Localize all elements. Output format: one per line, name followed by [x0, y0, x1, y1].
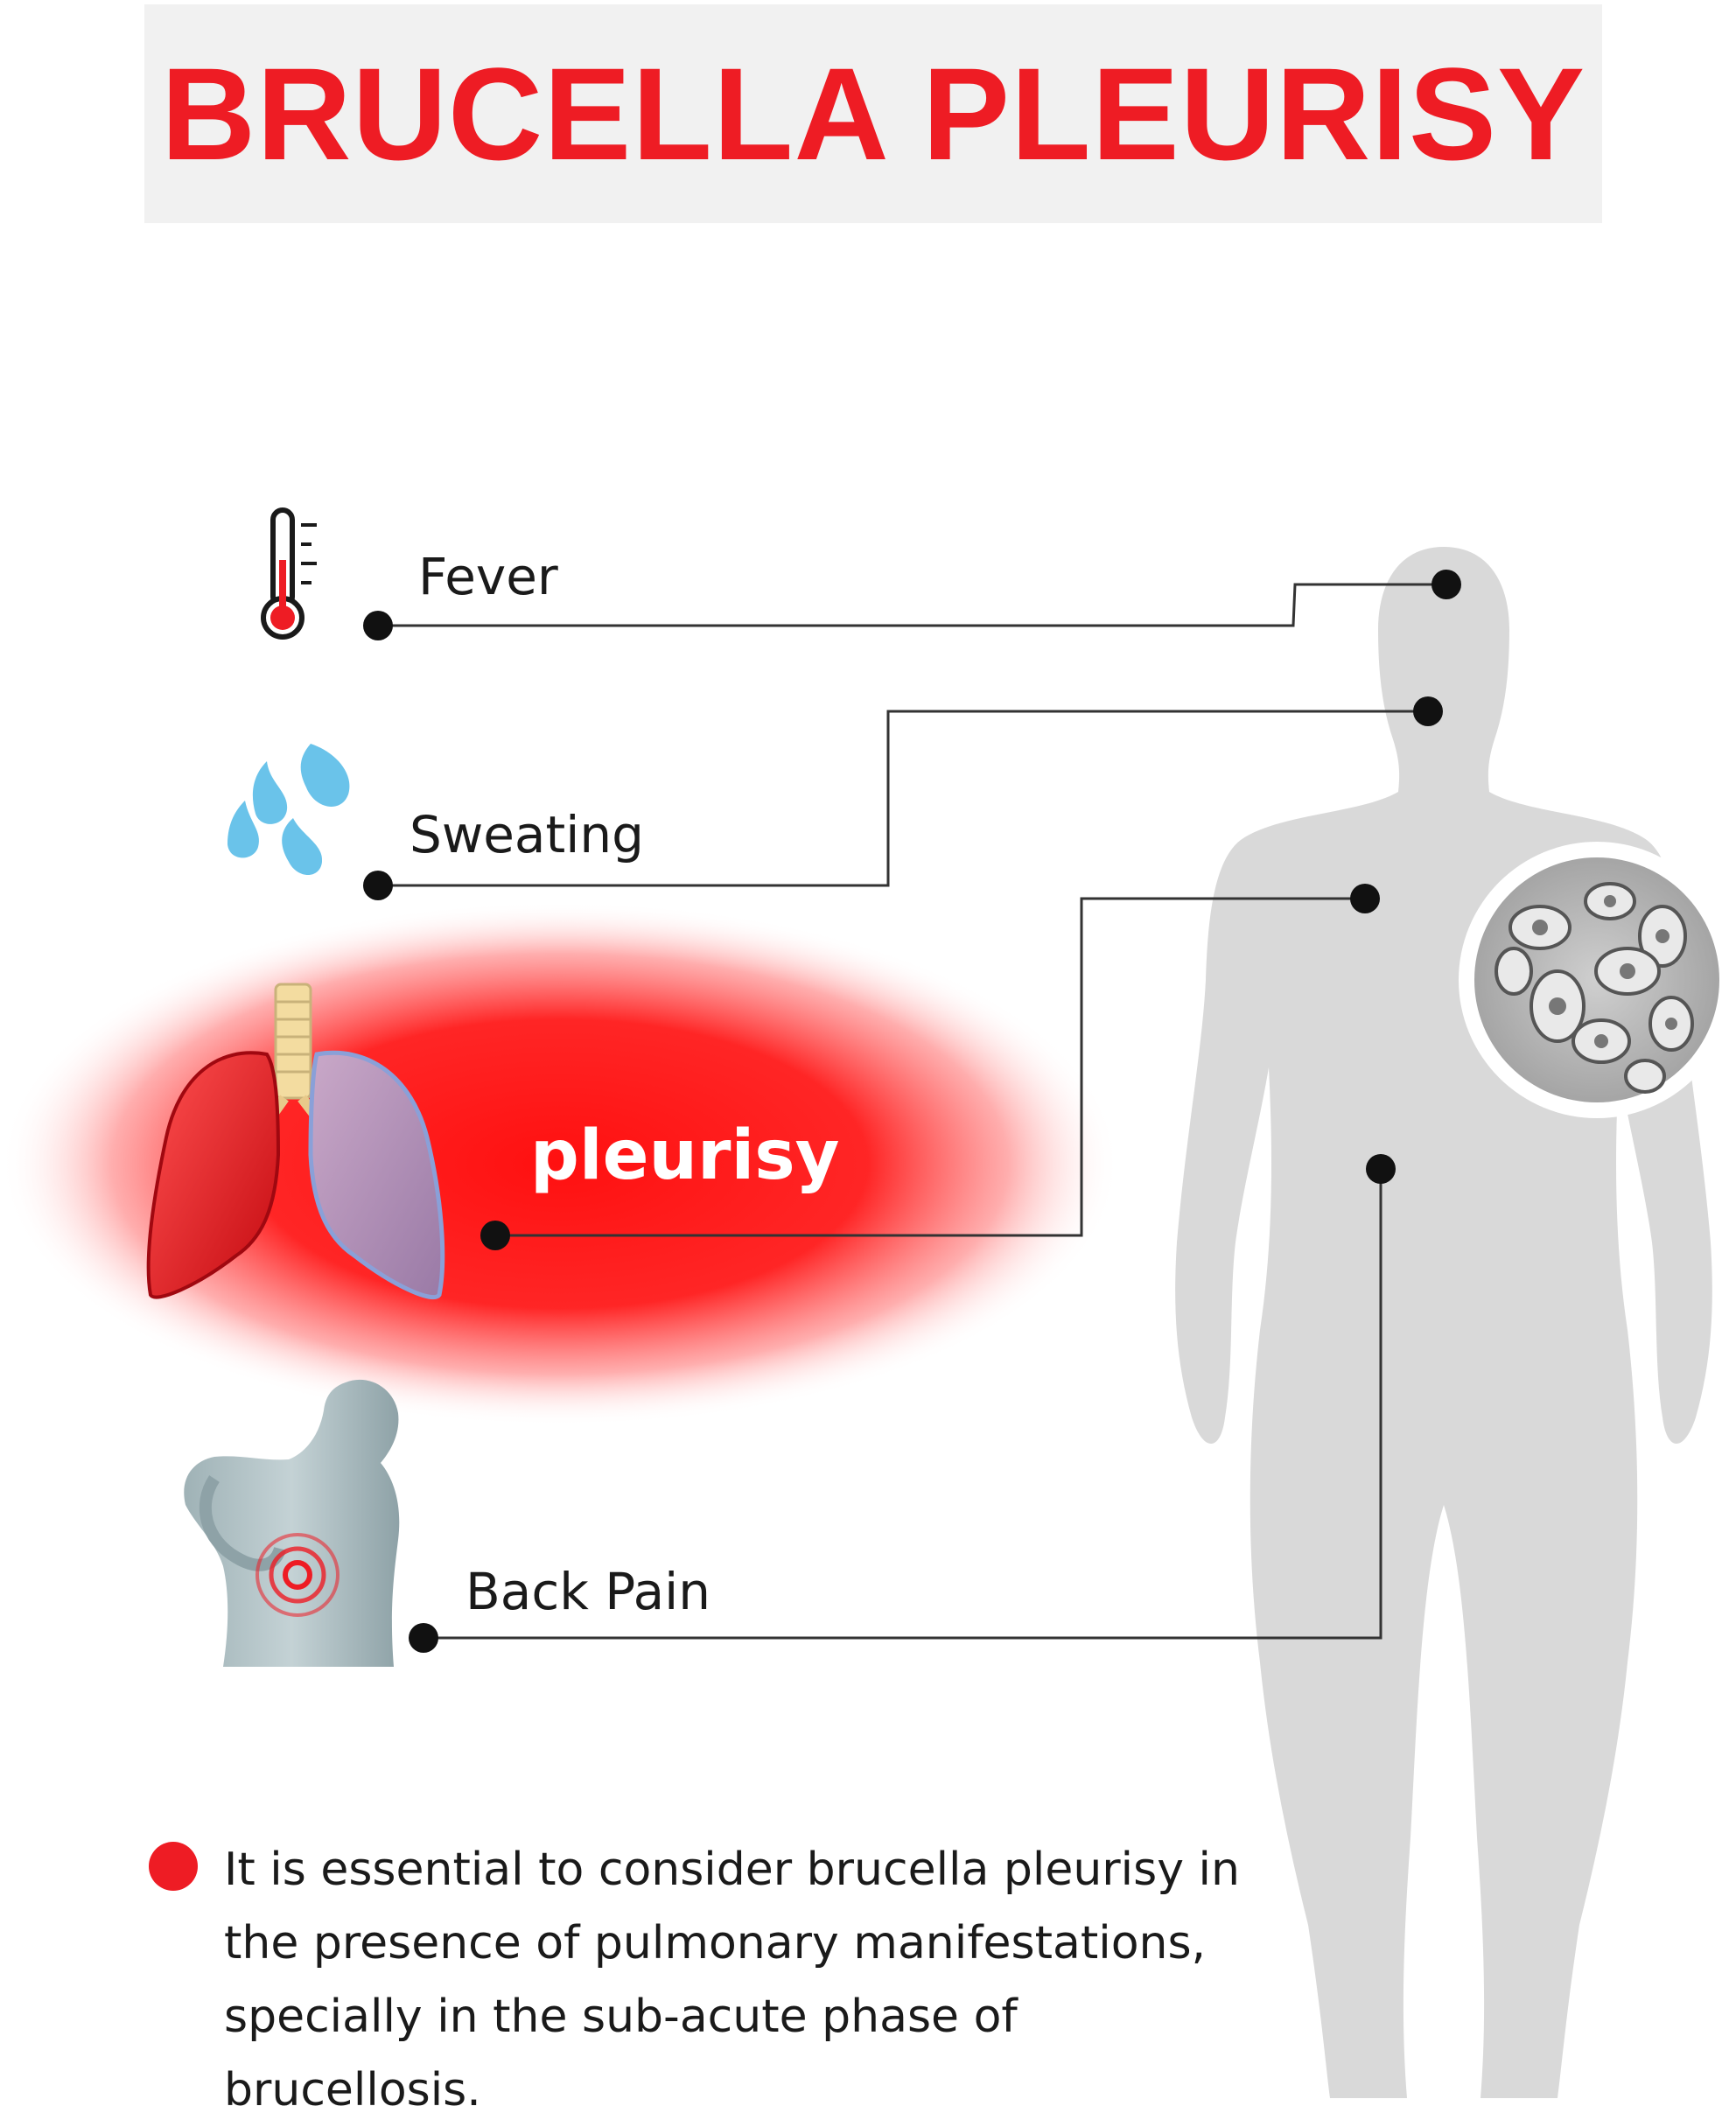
sweating-dot-left	[363, 871, 393, 900]
note-bullet	[149, 1842, 198, 1891]
sweating-label: Sweating	[410, 805, 644, 864]
pleurisy-label: pleurisy	[530, 1116, 840, 1195]
connector-lines	[378, 583, 1446, 1640]
pleurisy-dot-right	[1350, 884, 1380, 913]
pleurisy-dot-left	[480, 1221, 510, 1250]
back-pain-icon	[184, 1379, 400, 1667]
fever-dot-right	[1432, 570, 1461, 599]
thermometer-icon	[261, 507, 317, 640]
sweating-dot-right	[1413, 696, 1443, 726]
microscopy-circle	[1459, 842, 1735, 1118]
back-pain-label: Back Pain	[466, 1562, 711, 1621]
back-pain-dot-right	[1366, 1154, 1396, 1184]
fever-dot-left	[363, 611, 393, 640]
connector-dots	[363, 570, 1461, 1653]
lungs-icon	[146, 983, 445, 1300]
note-text: It is essential to consider brucella ple…	[224, 1844, 1240, 2117]
page-title: BRUCELLA PLEURISY	[160, 40, 1586, 187]
title-banner: BRUCELLA PLEURISY	[144, 4, 1602, 223]
back-pain-dot-left	[409, 1623, 438, 1653]
fever-label: Fever	[418, 547, 558, 606]
water-drops-icon	[228, 744, 350, 875]
